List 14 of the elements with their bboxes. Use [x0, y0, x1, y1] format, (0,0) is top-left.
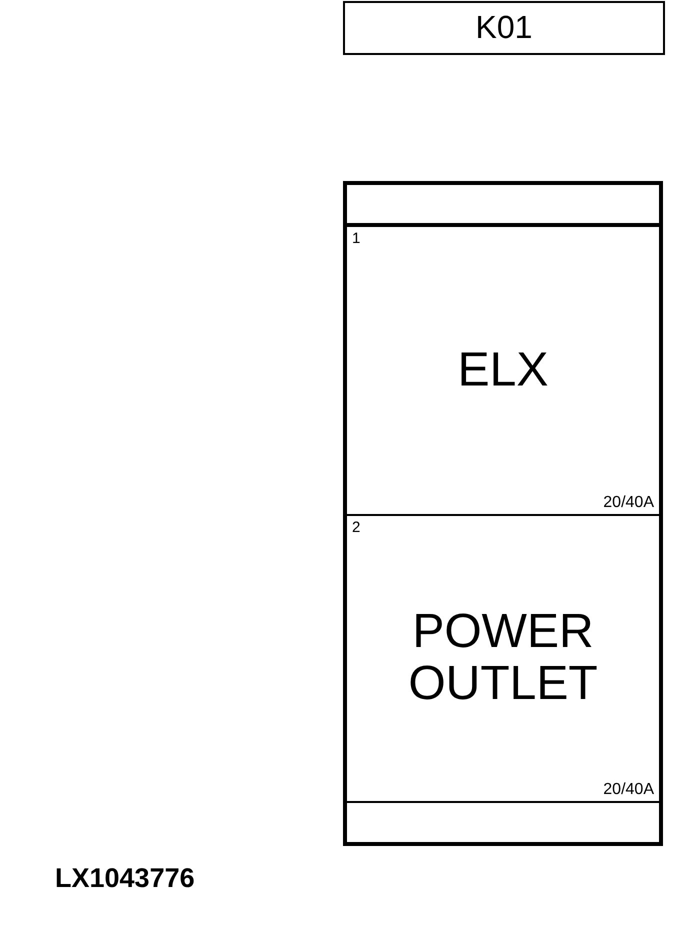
blank-band — [345, 801, 661, 844]
slot-number: 1 — [352, 231, 360, 247]
fuse-rating: 20/40A — [603, 782, 654, 799]
fuse-rating: 20/40A — [603, 495, 654, 512]
drawing-number: LX1043776 — [55, 864, 195, 892]
relay-label: K01 — [474, 11, 534, 45]
fuse-block-frame — [343, 181, 663, 846]
blank-band — [345, 183, 661, 225]
fuse-slot — [345, 514, 661, 803]
fuse-slot — [345, 225, 661, 516]
circuit-name: ELX — [456, 344, 550, 397]
relay-label-box — [343, 1, 665, 55]
circuit-name: POWER OUTLET — [407, 606, 599, 712]
slot-number: 2 — [352, 520, 360, 536]
